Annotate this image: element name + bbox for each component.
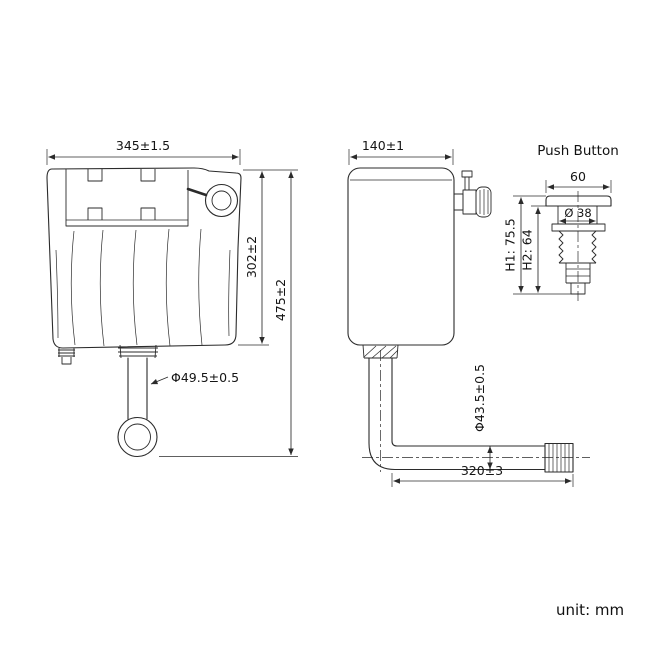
front-total-height-dim-text: 475±2: [273, 279, 288, 321]
front-inlet-fitting: [58, 348, 75, 365]
front-view-cistern: 345±1.5: [46, 138, 298, 458]
side-depth-dim-text: 140±1: [362, 138, 404, 153]
front-tank-height-dim: 302±2: [238, 169, 298, 346]
front-width-dim-text: 345±1.5: [116, 138, 170, 153]
front-outlet-pipe: [127, 357, 148, 420]
button-h2-dim-text: H2: 64: [520, 229, 535, 270]
push-button-detail: Push Button 60 Ø 38: [503, 143, 619, 301]
front-outlet-collar: [118, 344, 158, 359]
front-outlet-diameter-text: Φ49.5±0.5: [171, 370, 239, 385]
fill-valve-assembly: [453, 170, 492, 218]
button-width-dim-text: 60: [570, 169, 586, 184]
pipe-length-dim: 320±3: [391, 463, 574, 487]
button-cap: [545, 195, 612, 207]
front-tank-height-dim-text: 302±2: [244, 236, 259, 278]
pipe-diameter-dim: Φ43.5±0.5: [472, 364, 493, 470]
pipe-diameter-dim-text: Φ43.5±0.5: [472, 364, 487, 432]
front-outlet-diameter-label: Φ49.5±0.5: [150, 370, 239, 385]
button-h1-dim: H1: 75.5: [503, 195, 571, 295]
front-width-dim: 345±1.5: [46, 138, 241, 165]
elbow-flush-pipe: [368, 357, 546, 471]
flush-valve-cap: [186, 183, 239, 218]
push-button-title: Push Button: [537, 143, 619, 159]
pipe-length-dim-text: 320±3: [461, 463, 503, 478]
side-view-cistern: 140±1: [347, 138, 590, 487]
button-body: [551, 223, 606, 295]
front-outlet-flange: [117, 416, 158, 458]
button-h2-dim: H2: 64: [520, 205, 558, 293]
button-h1-dim-text: H1: 75.5: [503, 218, 518, 271]
front-total-height-dim: 475±2: [159, 171, 298, 457]
button-width-dim: 60: [545, 169, 612, 193]
front-tank-access-recess: [65, 169, 189, 227]
unit-label: unit: mm: [556, 601, 624, 619]
side-depth-dim: 140±1: [348, 138, 454, 165]
front-tank-outline: [46, 167, 242, 349]
front-tank-ribs: [55, 228, 231, 347]
button-diameter-dim: Ø 38: [557, 206, 598, 224]
side-tank-outline: [347, 167, 455, 346]
